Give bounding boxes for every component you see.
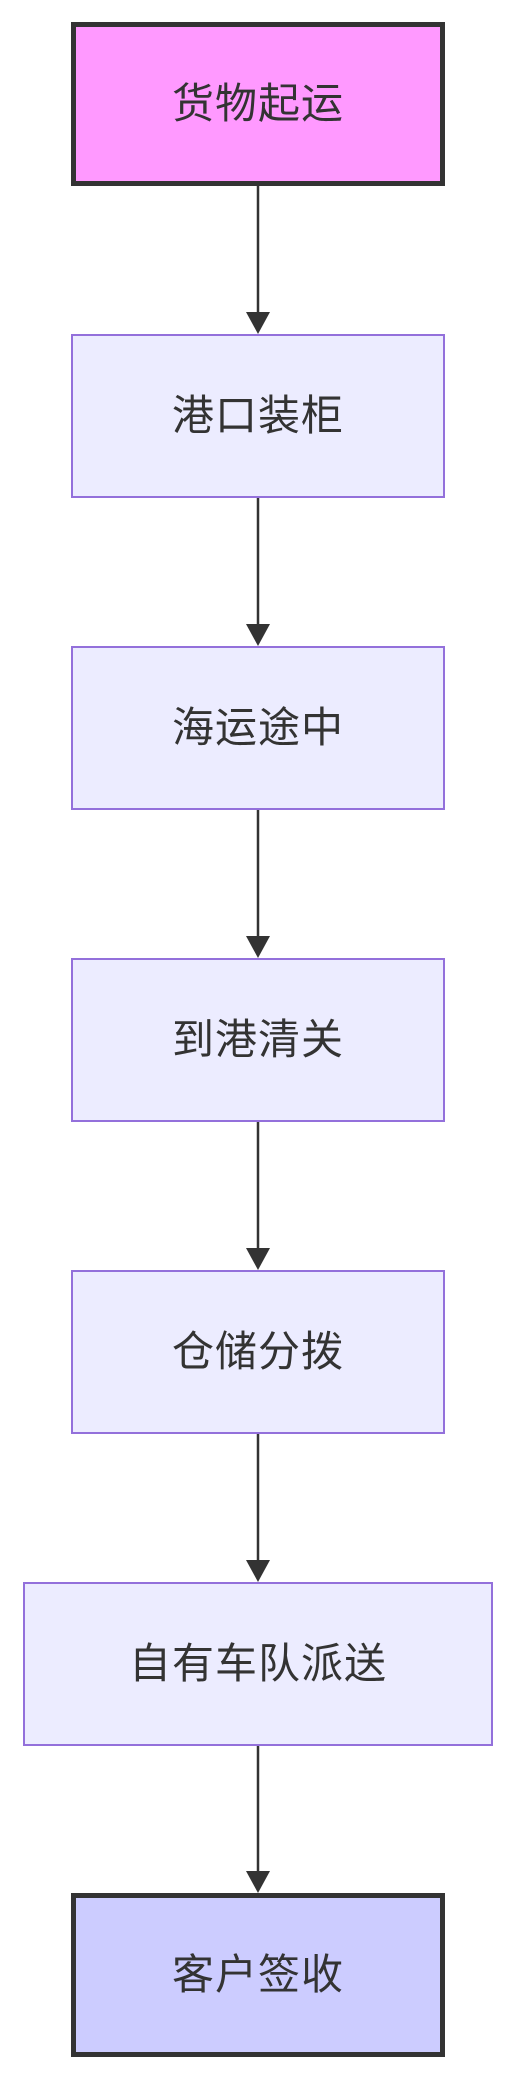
node-cargo-departure[interactable]: 货物起运: [71, 22, 445, 186]
arrowhead-icon: [246, 312, 270, 334]
arrowhead-icon: [246, 936, 270, 958]
arrowhead-icon: [246, 624, 270, 646]
edge-n5-n6: [246, 1434, 270, 1582]
arrowhead-icon: [246, 1871, 270, 1893]
node-label: 到港清关: [171, 1015, 344, 1064]
node-label: 货物起运: [171, 79, 344, 128]
node-label: 客户签收: [171, 1950, 344, 1999]
arrowhead-icon: [246, 1248, 270, 1270]
edge-n1-n2: [246, 186, 270, 334]
node-warehouse-distribution[interactable]: 仓储分拨: [71, 1270, 445, 1434]
node-port-container-loading[interactable]: 港口装柜: [71, 334, 445, 498]
node-label: 仓储分拨: [171, 1327, 344, 1376]
node-fleet-delivery[interactable]: 自有车队派送: [23, 1582, 493, 1746]
node-label: 海运途中: [171, 703, 344, 752]
edge-n2-n3: [246, 498, 270, 646]
node-label: 自有车队派送: [128, 1639, 387, 1688]
node-customer-signoff[interactable]: 客户签收: [71, 1893, 445, 2057]
node-label: 港口装柜: [171, 391, 344, 440]
edge-n4-n5: [246, 1122, 270, 1270]
node-ocean-transit[interactable]: 海运途中: [71, 646, 445, 810]
node-arrival-customs-clearance[interactable]: 到港清关: [71, 958, 445, 1122]
edge-n3-n4: [246, 810, 270, 958]
edge-n6-n7: [246, 1746, 270, 1893]
arrowhead-icon: [246, 1560, 270, 1582]
